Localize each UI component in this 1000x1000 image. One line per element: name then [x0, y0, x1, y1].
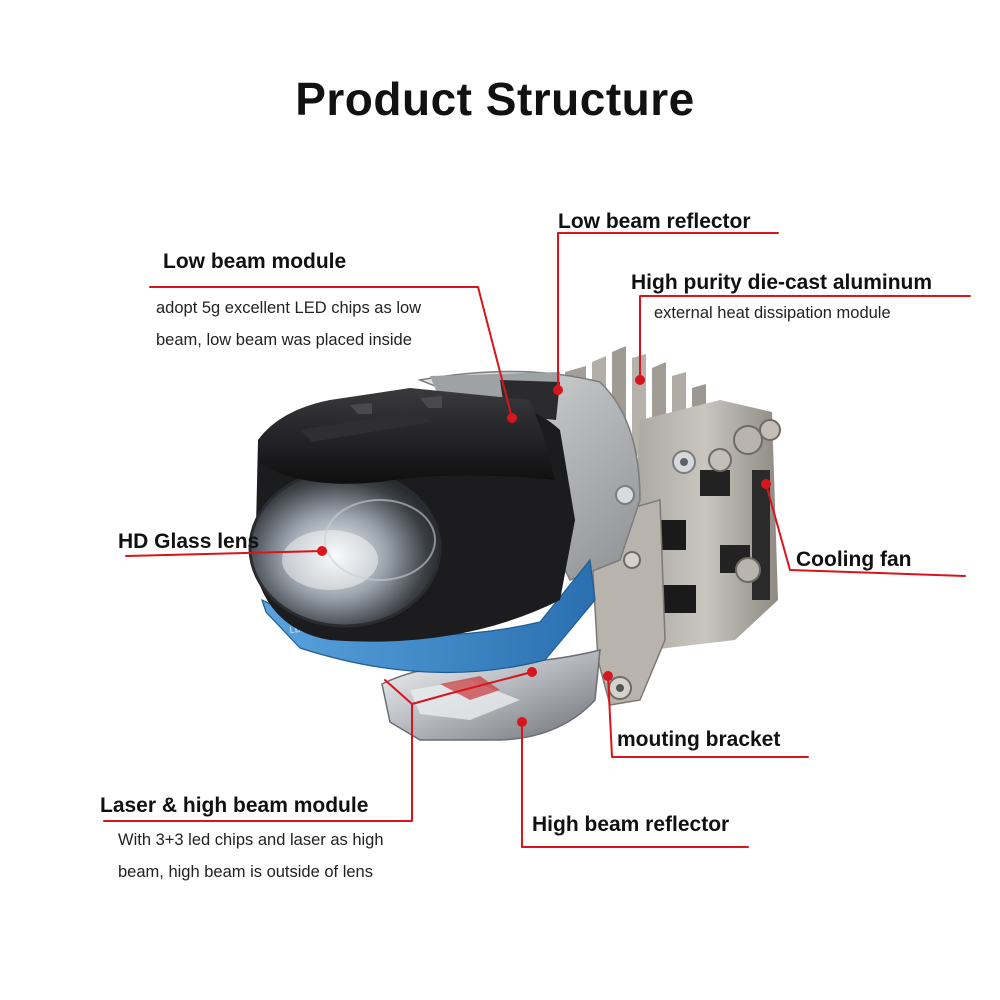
- leader-low-beam-reflector: [557, 232, 779, 391]
- glass-lens: [248, 468, 442, 628]
- label-high-beam-reflector: High beam reflector: [532, 813, 730, 836]
- description-line: With 3+3 led chips and laser as high: [118, 831, 384, 849]
- label-hd-glass-lens: HD Glass lens: [118, 530, 260, 553]
- description-line: adopt 5g excellent LED chips as low: [156, 299, 422, 317]
- label-low-beam-module: Low beam module: [163, 250, 347, 273]
- description-line: beam, high beam is outside of lens: [118, 863, 373, 881]
- label-cooling-fan: Cooling fan: [796, 548, 912, 571]
- label-heat-dissipation: High purity die-cast aluminum: [631, 271, 933, 294]
- dot-heat-dissipation: [635, 375, 645, 385]
- dot-high-beam-reflector: [517, 717, 527, 727]
- dot-cooling-fan: [761, 479, 771, 489]
- leader-mouting-bracket: [607, 675, 809, 758]
- laser-high-beam-description: With 3+3 led chips and laser as high bea…: [118, 824, 384, 888]
- dot-hd-glass-lens: [317, 546, 327, 556]
- page-title: Product Structure: [295, 73, 695, 125]
- dot-laser-high-beam: [527, 667, 537, 677]
- dot-low-beam-reflector: [553, 385, 563, 395]
- leader-endpoints: [317, 375, 771, 727]
- label-mouting-bracket: mouting bracket: [617, 728, 781, 751]
- leader-low-beam-module: [149, 286, 513, 419]
- rear-assembly: [630, 400, 781, 650]
- leader-hd-glass-lens: [125, 550, 323, 557]
- description-line: beam, low beam was placed inside: [156, 331, 412, 349]
- leader-cooling-fan: [765, 483, 966, 577]
- dot-mouting-bracket: [603, 671, 613, 681]
- leader-laser-high-beam: [103, 671, 533, 822]
- low-beam-module-description: adopt 5g excellent LED chips as low beam…: [156, 292, 421, 356]
- label-laser-high-beam: Laser & high beam module: [100, 794, 369, 817]
- label-low-beam-reflector: Low beam reflector: [558, 210, 751, 233]
- leader-lines: [103, 232, 971, 848]
- lens-cap: [258, 388, 555, 484]
- heat-dissipation-description: external heat dissipation module: [654, 304, 891, 322]
- leader-high-beam-reflector: [521, 721, 749, 848]
- dot-low-beam-module: [507, 413, 517, 423]
- leader-heat-dissipation: [639, 295, 971, 381]
